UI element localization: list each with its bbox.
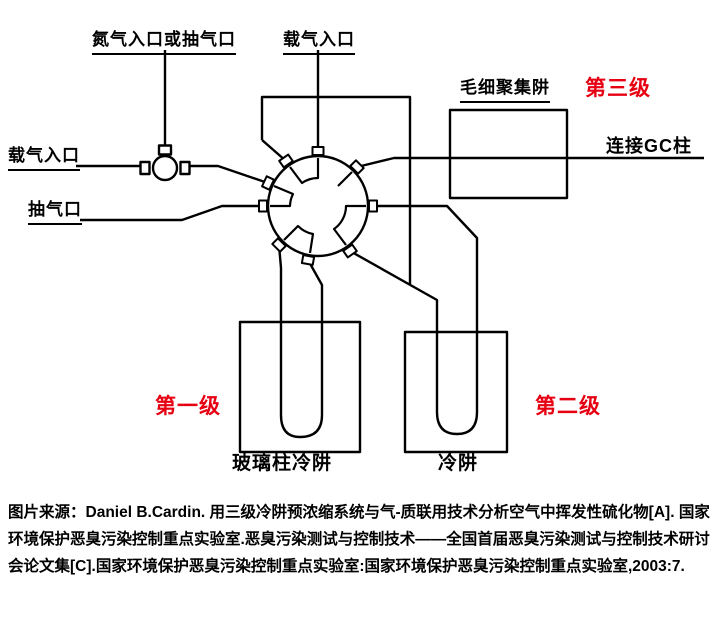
gc-line <box>356 156 704 169</box>
citation-text: 图片来源：Daniel B.Cardin. 用三级冷阱预浓缩系统与气-质联用技术… <box>8 504 710 575</box>
three-way-valve-port-right <box>179 160 191 176</box>
label-pump-outlet: 抽气口 <box>28 195 82 225</box>
label-stage-three: 第三级 <box>585 77 651 100</box>
label-stage-two: 第二级 <box>535 395 601 418</box>
label-carrier-gas-top: 载气入口 <box>283 25 355 55</box>
label-capillary-trap: 毛细聚集阱 <box>460 73 550 103</box>
rotary-valve-channels <box>270 158 366 254</box>
label-stage-one: 第一级 <box>155 395 221 418</box>
overhead-drop-line <box>261 139 287 162</box>
plumbing-diagram <box>76 50 704 454</box>
three-way-valve-body <box>151 154 179 182</box>
three-way-valve-port-left <box>139 160 151 176</box>
label-glass-column-cold-trap: 玻璃柱冷阱 <box>232 453 333 474</box>
trap1-outline <box>238 320 362 454</box>
vacuum-line <box>80 204 262 222</box>
valve-link-line <box>190 164 269 185</box>
three-way-valve-port-top <box>157 144 173 156</box>
label-nitrogen-inlet: 氮气入口或抽气口 <box>92 25 236 55</box>
trap2-outline <box>403 330 509 454</box>
label-carrier-gas-left: 载气入口 <box>8 141 80 171</box>
trap1-tube <box>277 244 324 439</box>
rotary-valve-ports <box>258 146 378 266</box>
trap3-outline <box>448 108 569 200</box>
label-cold-trap: 冷阱 <box>438 453 479 474</box>
overhead-loop-line <box>260 95 412 285</box>
label-gc-column: 连接GC柱 <box>606 136 692 156</box>
trap2-tube <box>349 204 479 436</box>
